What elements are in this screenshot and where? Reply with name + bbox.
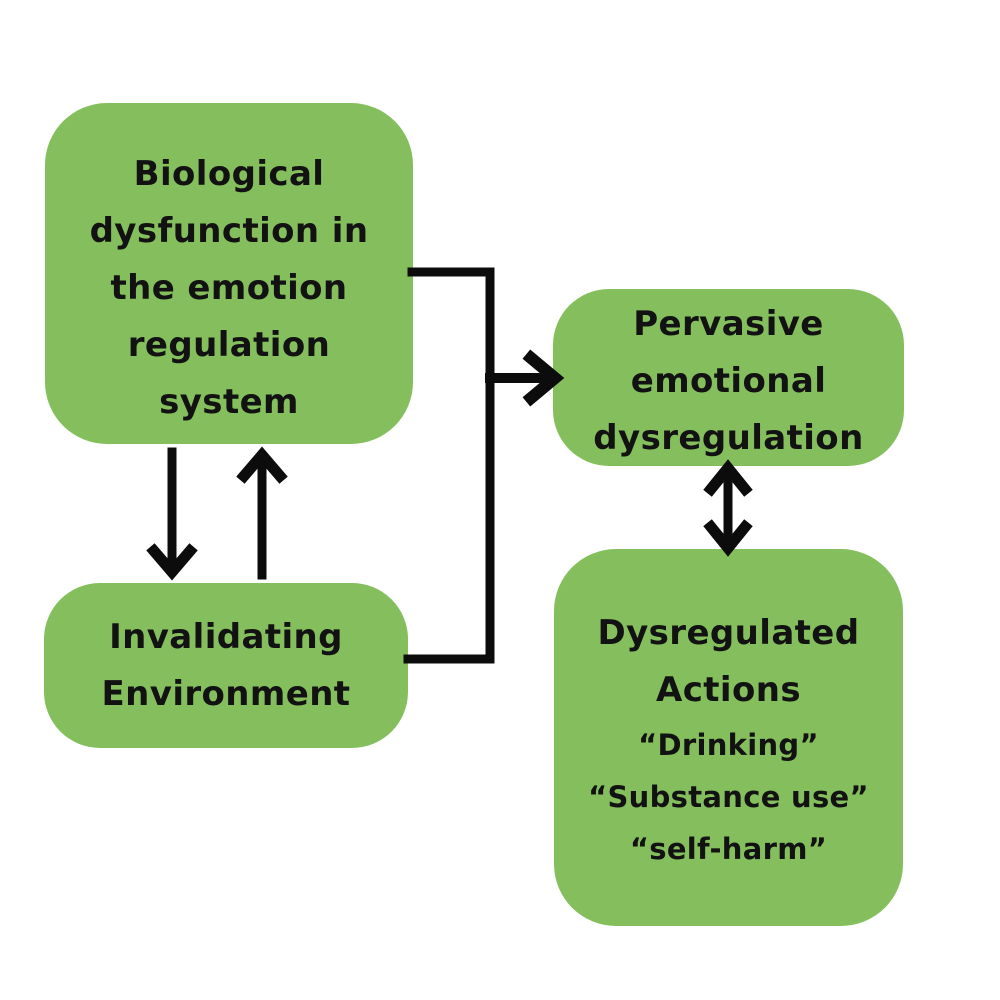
arrow-invalidating-to-biological-icon — [236, 446, 288, 580]
box-pervasive-dysregulation: Pervasive emotional dysregulation — [553, 289, 904, 466]
box-biological-line: the emotion — [110, 268, 348, 308]
box-biological-line: Biological — [133, 154, 325, 194]
box-biological-line: system — [159, 382, 299, 422]
box-biological-dysfunction: Biological dysfunction in the emotion re… — [45, 103, 413, 444]
box-dysregulated-example: “Substance use” — [588, 779, 869, 814]
elbow-connector-icon — [403, 267, 495, 664]
box-invalidating-line: Invalidating — [109, 616, 343, 657]
box-dysregulated-line: Dysregulated — [597, 612, 860, 653]
box-dysregulated-example: “self-harm” — [629, 831, 828, 866]
box-dysregulated-actions: Dysregulated Actions “Drinking” “Substan… — [554, 549, 903, 926]
box-invalidating-line: Environment — [101, 673, 351, 714]
box-biological-line: regulation — [127, 325, 331, 365]
arrow-biological-to-invalidating-icon — [146, 447, 198, 581]
arrow-to-pervasive-icon — [485, 349, 565, 407]
box-dysregulated-example: “Drinking” — [638, 727, 819, 762]
box-pervasive-line: dysregulation — [593, 418, 864, 458]
double-arrow-pervasive-dysregulated-icon — [703, 459, 753, 557]
box-invalidating-environment: Invalidating Environment — [44, 583, 408, 748]
box-pervasive-line: emotional — [630, 361, 827, 401]
box-biological-line: dysfunction in — [89, 211, 369, 251]
box-pervasive-line: Pervasive — [633, 304, 824, 344]
box-dysregulated-line: Actions — [656, 669, 801, 710]
